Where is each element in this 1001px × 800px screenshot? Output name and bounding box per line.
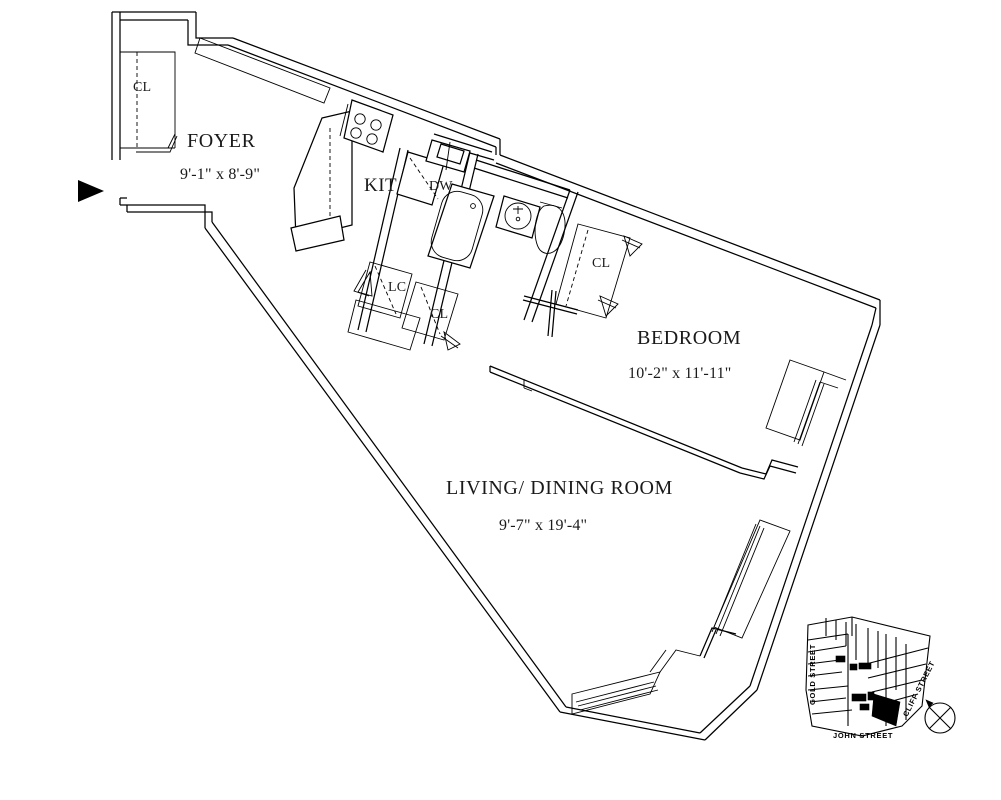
window-bedroom-upper <box>765 359 847 447</box>
linen-closet-label: LC <box>388 280 407 295</box>
wall-jogs-right <box>699 459 799 659</box>
room-dimensions-foyer: 9'-1" x 8'-9" <box>180 166 261 183</box>
keymap-street-john: JOHN STREET <box>833 731 894 740</box>
room-label-bedroom: BEDROOM <box>637 327 742 349</box>
foyer-shelf <box>194 37 331 104</box>
bathroom-sink <box>495 195 541 239</box>
room-label-kitchen: KIT <box>364 175 398 196</box>
window-living-lower <box>711 519 791 639</box>
closet-label-bedroom: CL <box>592 256 611 271</box>
stove-range <box>339 99 394 153</box>
linen-closet-group <box>353 261 413 319</box>
bedroom-door <box>522 289 579 338</box>
closet-label-foyer: CL <box>133 80 152 95</box>
compass-rose <box>924 699 956 734</box>
entry-direction-arrow <box>78 180 104 202</box>
foyer-closet-group <box>120 51 178 153</box>
room-dimensions-bedroom: 10'-2" x 11'-11" <box>628 365 732 382</box>
exterior-walls <box>111 11 881 741</box>
key-map <box>805 616 956 737</box>
bedroom-closet-group <box>555 223 643 319</box>
room-dimensions-living-dining: 9'-7" x 19'-4" <box>499 517 588 534</box>
window-bottom-bay <box>571 649 701 715</box>
room-label-living-dining: LIVING/ DINING ROOM <box>446 477 673 499</box>
kitchen-cabinets <box>290 110 353 252</box>
toilet <box>534 201 566 254</box>
living-room-partition <box>489 365 743 474</box>
closet-label-hall: CL <box>430 307 449 322</box>
kitchen-upper-cabinet <box>425 139 471 173</box>
hall-closet-group <box>347 281 461 351</box>
room-label-foyer: FOYER <box>187 130 256 152</box>
keymap-street-gold: GOLD STREET <box>808 643 817 705</box>
dishwasher-label: DW <box>429 179 453 194</box>
bathtub <box>427 183 495 269</box>
